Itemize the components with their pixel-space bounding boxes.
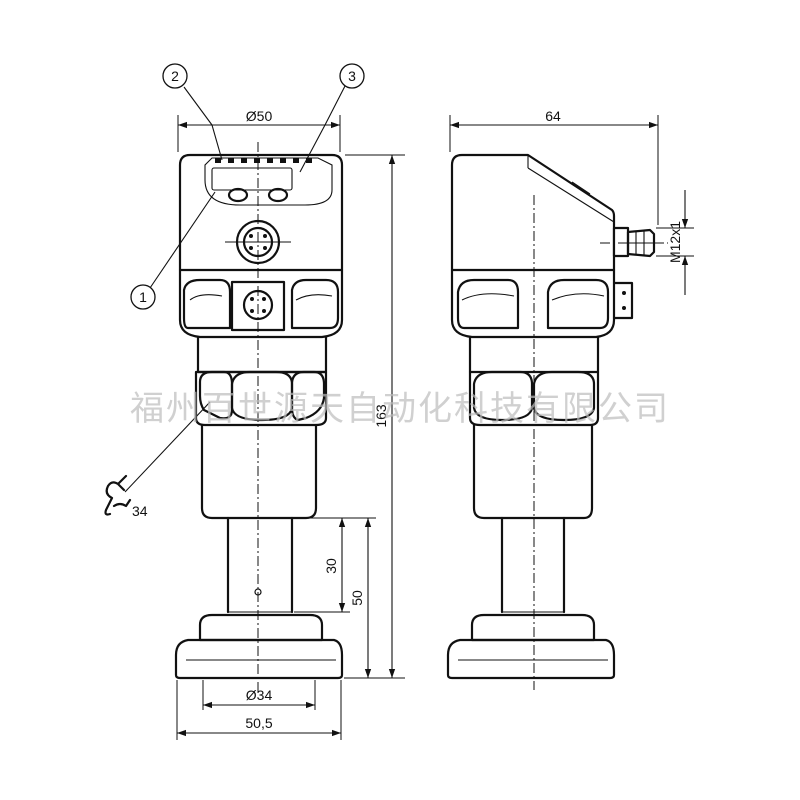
button-left	[227, 187, 249, 203]
dimension-lines	[176, 115, 694, 740]
wrench-size-label: 34	[132, 503, 148, 519]
front-flange-top	[198, 613, 324, 642]
side-connector	[612, 226, 656, 258]
front-grip-body	[178, 268, 344, 339]
dim-front-width: Ø50	[246, 108, 273, 124]
callouts	[124, 63, 365, 493]
front-head-housing	[178, 153, 344, 272]
front-neck-tube	[226, 516, 294, 614]
dim-flange-width: 50,5	[245, 715, 272, 731]
display-segments	[215, 158, 312, 163]
callout-1-circle	[130, 284, 156, 310]
side-neck-tube	[500, 516, 566, 614]
dim-side-width: 64	[545, 108, 561, 124]
dim-height-50: 50	[349, 590, 365, 606]
callout-2-circle	[162, 63, 188, 89]
dim-total-height: 163	[373, 404, 389, 428]
dim-connector-thread: M12x1	[667, 221, 683, 263]
front-lower-body	[200, 423, 318, 520]
front-flange-bottom	[174, 638, 344, 680]
front-view	[174, 142, 344, 695]
wrench-icon	[104, 474, 132, 516]
side-grip-body	[450, 268, 616, 339]
side-hex-nut	[468, 370, 600, 427]
front-display-window	[204, 157, 333, 206]
dim-inner-diameter: Ø34	[246, 687, 273, 703]
dim-height-30: 30	[323, 558, 339, 574]
button-right	[267, 187, 289, 203]
display-screen	[211, 167, 293, 191]
side-flange-top	[470, 613, 596, 642]
side-view	[446, 153, 668, 690]
callout-3-circle	[339, 63, 365, 89]
callout-2-label: 2	[171, 68, 179, 84]
side-lower-body	[472, 423, 594, 520]
callout-3-label: 3	[348, 68, 356, 84]
side-head-housing	[450, 153, 616, 272]
callout-1-label: 1	[139, 289, 147, 305]
front-upper-tube	[196, 335, 328, 374]
watermark-text: 福州百世源天自动化科技有限公司	[130, 390, 670, 428]
side-flange-bottom	[446, 638, 616, 680]
